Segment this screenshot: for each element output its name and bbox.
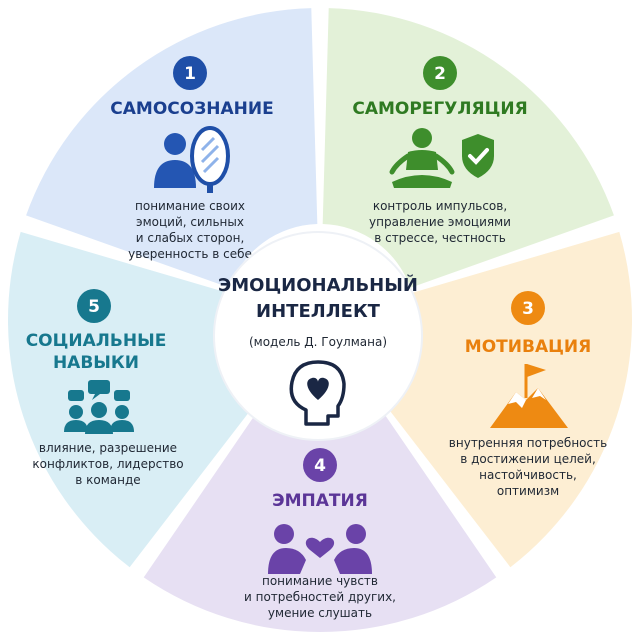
center-circle: [213, 231, 423, 441]
segment-number: 2: [434, 64, 446, 84]
segment-title: СОЦИАЛЬНЫЕ: [26, 331, 167, 351]
segment-description-line: внутренняя потребность: [449, 436, 607, 450]
segment-title: САМОСОЗНАНИЕ: [110, 99, 273, 119]
group-chat-icon: [64, 380, 134, 434]
segment-description-line: понимание своих: [135, 199, 245, 213]
segment-description-line: умение слушать: [268, 606, 372, 620]
person-mirror-icon: [154, 126, 230, 193]
segment-title: МОТИВАЦИЯ: [465, 337, 591, 357]
segment-description-line: уверенность в себе: [128, 247, 252, 261]
segment-description-line: в команде: [75, 473, 140, 487]
segment-motivation: 3 МОТИВАЦИЯ внутренняя потребность в дос…: [449, 291, 607, 498]
segment-number: 3: [522, 299, 534, 319]
segment-number: 4: [314, 456, 326, 476]
segment-wedges: [7, 8, 632, 632]
segment-number: 1: [184, 64, 196, 84]
segment-description-line: и потребностей других,: [244, 590, 396, 604]
people-heart-icon: [268, 524, 372, 574]
segment-description-line: управление эмоциями: [369, 215, 511, 229]
segment-self-awareness: 1 САМОСОЗНАНИЕ понимание своих эмоций, с…: [110, 56, 274, 261]
segment-number-badge: [423, 56, 457, 90]
segment-description-line: в достижении целей,: [460, 452, 596, 466]
segment-title: САМОРЕГУЛЯЦИЯ: [352, 99, 527, 119]
segment-description-line: конфликтов, лидерство: [32, 457, 183, 471]
segment-description-line: и слабых сторон,: [136, 231, 245, 245]
segment-number-badge: [173, 56, 207, 90]
segment-description-line: контроль импульсов,: [373, 199, 507, 213]
segment-description-line: эмоций, сильных: [136, 215, 244, 229]
segment-number-badge: [303, 448, 337, 482]
meditation-shield-icon: [389, 128, 494, 188]
segment-description-line: влияние, разрешение: [39, 441, 177, 455]
head-heart-icon: [289, 360, 346, 426]
segment-self-regulation: 2 САМОРЕГУЛЯЦИЯ контроль импульсов, упра…: [352, 56, 528, 245]
segment-description-line: оптимизм: [497, 484, 559, 498]
segment-description-line: настойчивость,: [479, 468, 577, 482]
segment-description-line: в стрессе, честность: [374, 231, 506, 245]
center-hub: ЭМОЦИОНАЛЬНЫЙ ИНТЕЛЛЕКТ (модель Д. Гоулм…: [213, 231, 423, 441]
segment-number-badge: [511, 291, 545, 325]
segment-number: 5: [88, 297, 100, 317]
segment-wedge: [378, 231, 632, 568]
segment-title: ЭМПАТИЯ: [272, 491, 368, 511]
center-title-line: ИНТЕЛЛЕКТ: [256, 301, 381, 322]
segment-title: НАВЫКИ: [53, 353, 139, 373]
segment-description-line: понимание чувств: [262, 574, 378, 588]
center-subtitle: (модель Д. Гоулмана): [249, 335, 387, 349]
segment-number-badge: [77, 289, 111, 323]
segment-wedge: [7, 231, 262, 568]
segment-social-skills: 5 СОЦИАЛЬНЫЕ НАВЫКИ влияние, разрешение …: [26, 289, 184, 487]
segment-wedge: [143, 399, 497, 632]
center-title-line: ЭМОЦИОНАЛЬНЫЙ: [218, 274, 418, 296]
segment-empathy: 4 ЭМПАТИЯ понимание чувств и потребносте…: [244, 448, 396, 620]
mountain-flag-icon: [490, 364, 568, 428]
